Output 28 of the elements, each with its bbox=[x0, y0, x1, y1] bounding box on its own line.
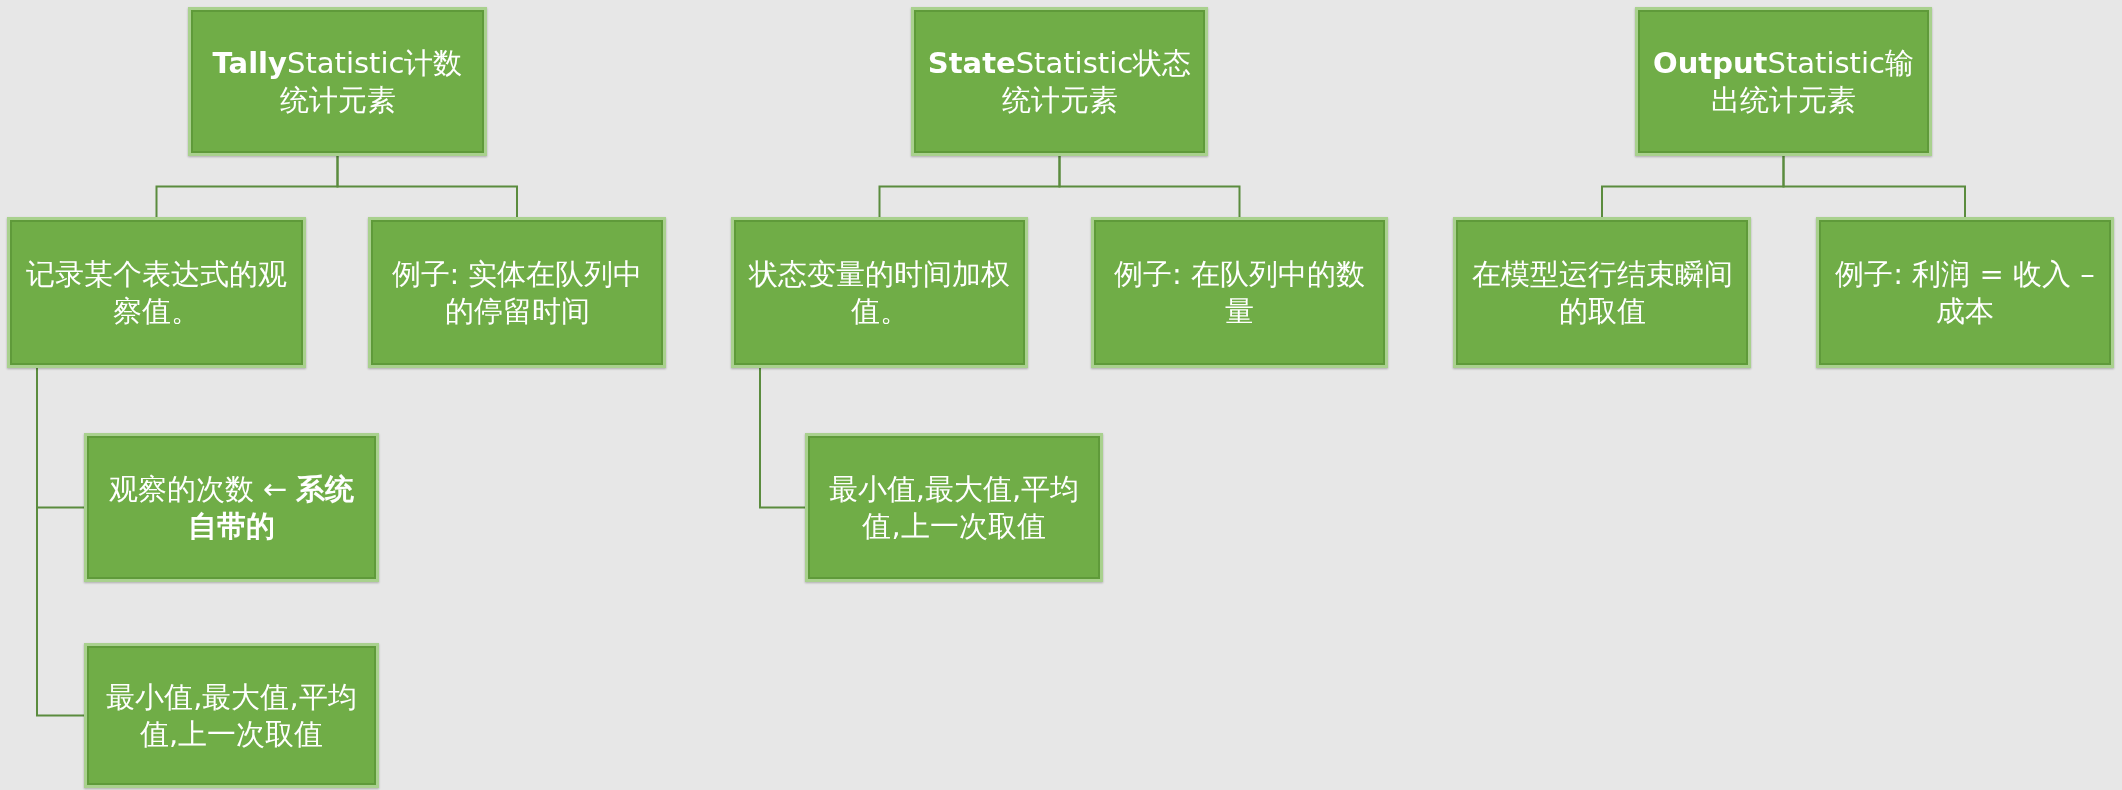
box-text: TallyStatistic计数统计元素 bbox=[211, 45, 464, 118]
box-text: StateStatistic状态统计元素 bbox=[926, 45, 1193, 118]
box-text: 例子: 利润 = 收入 – 成本 bbox=[1834, 256, 2096, 329]
connector-line bbox=[1058, 155, 1241, 218]
box-text: OutputStatistic输出统计元素 bbox=[1652, 45, 1915, 118]
connector-line bbox=[336, 155, 518, 218]
box-text: 在模型运行结束瞬间的取值 bbox=[1470, 256, 1734, 329]
process-box bbox=[1091, 217, 1388, 368]
process-box bbox=[84, 433, 379, 582]
process-box bbox=[805, 433, 1103, 582]
box-text: 例子: 在队列中的数量 bbox=[1113, 256, 1366, 329]
box-text: 观察的次数 ← 系统自带的 bbox=[107, 471, 356, 544]
process-box bbox=[7, 217, 306, 368]
box-text: 记录某个表达式的观察值。 bbox=[25, 256, 288, 329]
box-text: 最小值,最大值,平均值,上一次取值 bbox=[827, 471, 1081, 544]
box-text: 最小值,最大值,平均值,上一次取值 bbox=[105, 679, 358, 752]
connector-line bbox=[759, 367, 806, 509]
process-box bbox=[911, 7, 1208, 156]
connector-line bbox=[1782, 155, 1966, 218]
process-box bbox=[368, 217, 666, 368]
process-box bbox=[1816, 217, 2114, 368]
box-text: 状态变量的时间加权值。 bbox=[747, 256, 1011, 329]
process-box bbox=[1453, 217, 1751, 368]
box-text: 例子: 实体在队列中的停留时间 bbox=[390, 256, 644, 329]
process-box bbox=[84, 643, 379, 788]
process-box bbox=[188, 7, 487, 156]
process-box bbox=[1635, 7, 1932, 156]
process-box bbox=[731, 217, 1028, 368]
